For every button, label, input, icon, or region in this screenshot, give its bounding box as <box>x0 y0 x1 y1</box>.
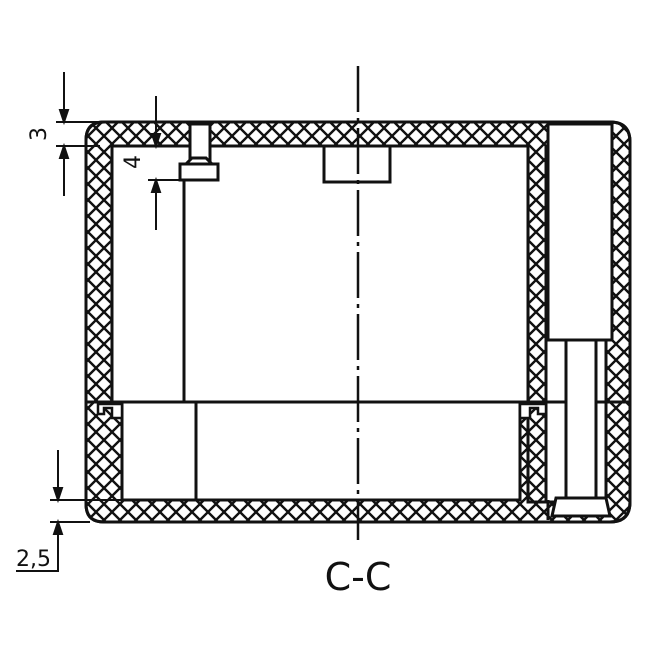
dimension-lid-step <box>148 96 188 230</box>
right-column <box>546 122 614 520</box>
dimension-label-bottom-wall: 2,5 <box>16 547 51 572</box>
left-clip <box>96 402 124 420</box>
dimension-bottom-wall <box>16 450 122 572</box>
inner-cavity <box>86 144 630 502</box>
dimension-label-top-wall: 3 <box>27 127 52 141</box>
top-screw <box>178 122 220 182</box>
section-label: C-C <box>325 555 392 599</box>
shell-outline <box>84 120 632 524</box>
dimension-top-wall <box>56 72 100 196</box>
dimension-label-lid-step: 4 <box>121 155 146 169</box>
right-clip <box>518 402 548 420</box>
left-post <box>110 146 186 402</box>
